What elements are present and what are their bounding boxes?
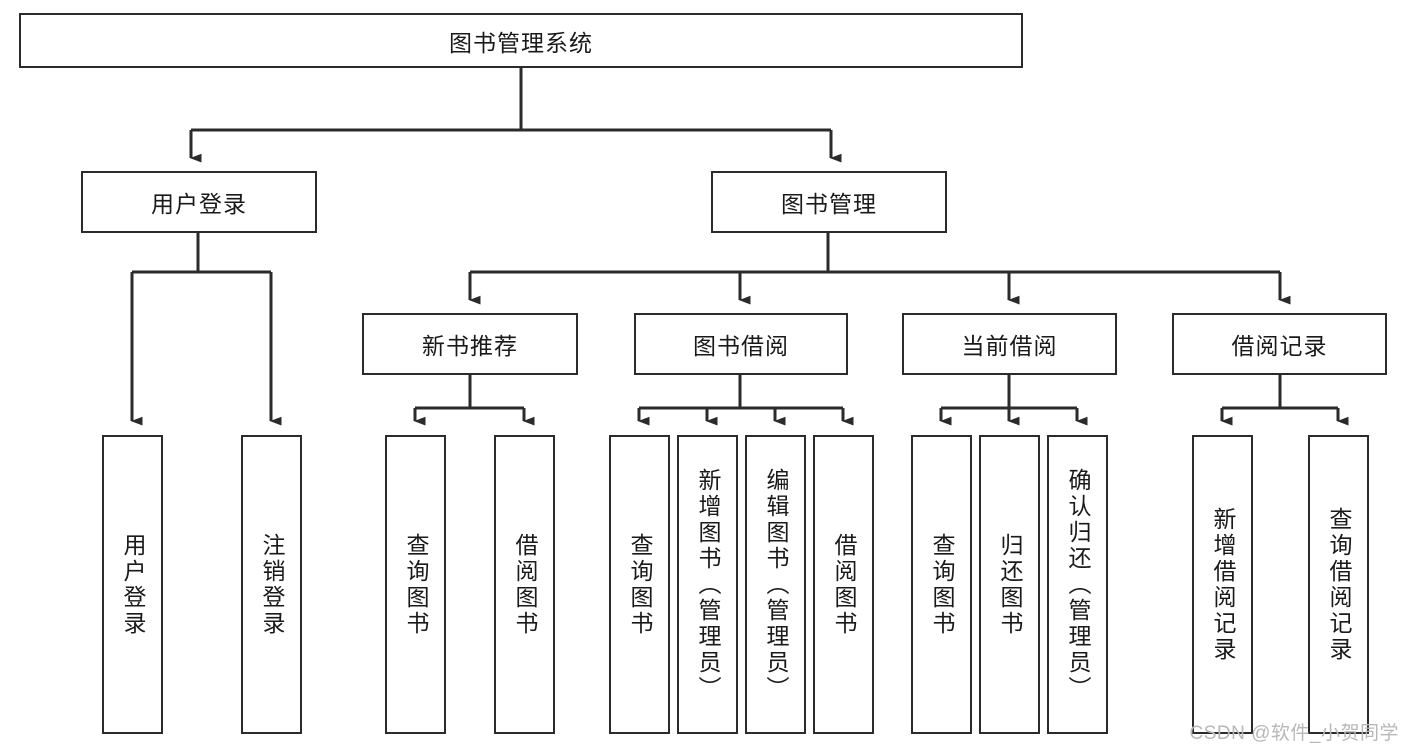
- node-label: 查询借阅记录: [1326, 506, 1352, 663]
- node-leaf-logout-login[interactable]: 注销登录: [241, 435, 302, 734]
- node-label: 编辑图书（管理员）: [763, 467, 789, 702]
- node-leaf-borrow-book-2[interactable]: 借阅图书: [813, 435, 874, 734]
- node-book-borrow[interactable]: 图书借阅: [634, 313, 848, 375]
- node-label: 图书管理: [781, 191, 877, 217]
- node-label: 用户登录: [120, 532, 146, 637]
- node-label: 用户登录: [151, 191, 247, 217]
- node-borrow-record[interactable]: 借阅记录: [1172, 313, 1387, 375]
- node-label: 当前借阅: [961, 333, 1058, 359]
- node-label: 查询图书: [929, 532, 955, 637]
- node-label: 图书借阅: [693, 333, 789, 359]
- node-label: 借阅图书: [831, 532, 857, 637]
- node-label: 查询图书: [403, 532, 429, 637]
- node-leaf-add-book[interactable]: 新增图书（管理员）: [677, 435, 738, 734]
- node-leaf-query-book-2[interactable]: 查询图书: [609, 435, 670, 734]
- node-leaf-query-book-3[interactable]: 查询图书: [911, 435, 972, 734]
- node-label: 归还图书: [997, 532, 1023, 637]
- node-label: 新增借阅记录: [1210, 506, 1236, 663]
- node-label: 图书管理系统: [449, 29, 593, 56]
- node-leaf-user-login[interactable]: 用户登录: [102, 435, 163, 734]
- node-label: 借阅记录: [1231, 333, 1328, 359]
- node-leaf-return-book[interactable]: 归还图书: [979, 435, 1040, 734]
- node-label: 查询图书: [627, 532, 653, 637]
- node-new-book-recommend[interactable]: 新书推荐: [362, 313, 578, 375]
- node-leaf-query-book-1[interactable]: 查询图书: [385, 435, 446, 734]
- node-leaf-confirm-return[interactable]: 确认归还（管理员）: [1047, 435, 1108, 734]
- node-label: 注销登录: [259, 532, 285, 637]
- node-label: 确认归还（管理员）: [1065, 467, 1091, 702]
- node-book-management-system[interactable]: 图书管理系统: [19, 13, 1023, 68]
- node-leaf-add-borrow-record[interactable]: 新增借阅记录: [1192, 435, 1253, 734]
- node-book-manage[interactable]: 图书管理: [711, 171, 947, 233]
- node-label: 新书推荐: [422, 333, 518, 359]
- node-leaf-borrow-book-1[interactable]: 借阅图书: [494, 435, 555, 734]
- node-user-login[interactable]: 用户登录: [81, 171, 317, 233]
- node-current-borrow[interactable]: 当前借阅: [902, 313, 1117, 375]
- node-label: 新增图书（管理员）: [695, 467, 721, 702]
- node-leaf-edit-book[interactable]: 编辑图书（管理员）: [745, 435, 806, 734]
- node-label: 借阅图书: [512, 532, 538, 637]
- node-leaf-query-borrow-record[interactable]: 查询借阅记录: [1308, 435, 1369, 734]
